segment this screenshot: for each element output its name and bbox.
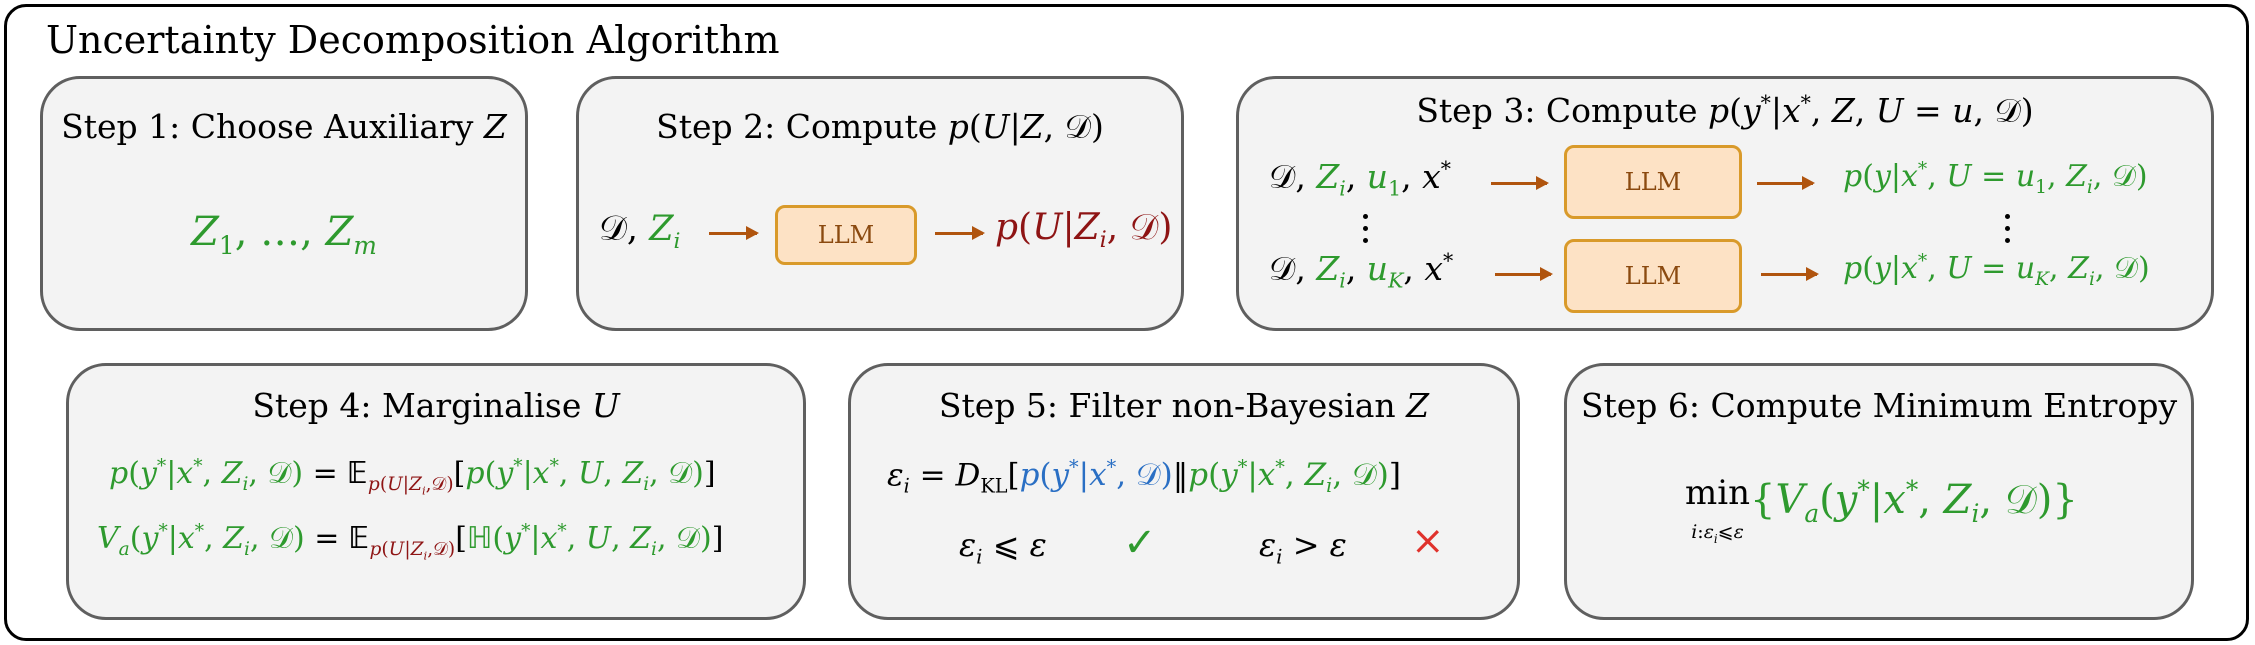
step3-llm-box-2: LLM <box>1564 239 1742 313</box>
step3-arrow-out-2 <box>1761 267 1819 281</box>
step3-vdots-left <box>1363 214 1371 250</box>
step5-title: Step 5: Filter non-Bayesian Z <box>938 386 1430 425</box>
step3-output-2: p(y|x*, U = uK, Zi, 𝒟) <box>1843 251 2150 290</box>
step4-title: Step 4: Marginalise U <box>252 386 620 425</box>
step5-accept-condition: εi ⩽ ε <box>959 526 1047 569</box>
step1-aux-list: Z1, …, Zm <box>191 209 377 260</box>
step3-output-1: p(y|x*, U = u1, Zi, 𝒟) <box>1843 159 2148 198</box>
step5-reject-condition: εi > ε <box>1259 526 1347 569</box>
step5-eq: εi = DKL[p(y*|x*, 𝒟)‖p(y*|x*, Zi, 𝒟)] <box>887 456 1401 498</box>
step5-reject-mark: × <box>1411 518 1445 564</box>
step4-panel: Step 4: Marginalise U p(y*|x*, Zi, 𝒟) = … <box>66 363 806 620</box>
step3-arrow-in-1 <box>1491 176 1549 190</box>
step2-panel: Step 2: Compute p(U|Z, 𝒟) 𝒟, Zi LLM p(U|… <box>576 76 1184 331</box>
step2-input: 𝒟, Zi <box>599 209 681 254</box>
step3-input-2: 𝒟, Zi, uK, x* <box>1269 249 1454 293</box>
step2-output: p(U|Zi, 𝒟) <box>995 207 1173 254</box>
step5-panel: Step 5: Filter non-Bayesian Z εi = DKL[p… <box>848 363 1520 620</box>
step3-arrow-out-1 <box>1757 176 1815 190</box>
diagram-title: Uncertainty Decomposition Algorithm <box>46 18 780 62</box>
step2-arrow-out <box>935 226 985 240</box>
step2-arrow-in <box>709 226 759 240</box>
step1-panel: Step 1: Choose Auxiliary Z Z1, …, Zm <box>40 76 528 331</box>
step3-arrow-in-2 <box>1495 267 1553 281</box>
step2-llm-box: LLM <box>775 205 917 265</box>
step6-title: Step 6: Compute Minimum Entropy <box>1580 386 2178 425</box>
step4-eq1: p(y*|x*, Zi, 𝒟) = 𝔼p(U|Zi,𝒟)[p(y*|x*, U,… <box>109 456 716 498</box>
step1-title: Step 1: Choose Auxiliary Z <box>61 107 507 146</box>
step3-title: Step 3: Compute p(y*|x*, Z, U = u, 𝒟) <box>1416 91 2034 130</box>
step2-title: Step 2: Compute p(U|Z, 𝒟) <box>656 107 1104 146</box>
step4-eq2: Va(y*|x*, Zi, 𝒟) = 𝔼p(U|Zi,𝒟)[ℍ(y*|x*, U… <box>97 521 724 563</box>
step3-vdots-right <box>2005 214 2013 250</box>
step3-panel: Step 3: Compute p(y*|x*, Z, U = u, 𝒟) 𝒟,… <box>1236 76 2214 331</box>
step3-llm-box-1: LLM <box>1564 145 1742 219</box>
step5-accept-mark: ✓ <box>1123 520 1157 566</box>
step3-input-1: 𝒟, Zi, u1, x* <box>1269 157 1451 201</box>
algorithm-frame <box>4 4 2249 641</box>
